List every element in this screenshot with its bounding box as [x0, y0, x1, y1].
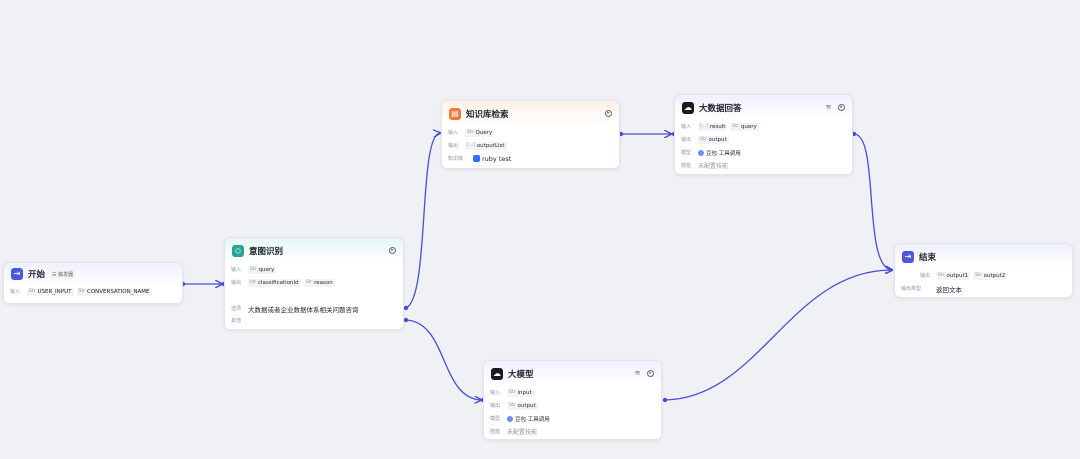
intent-other-row[interactable]: 其他: [231, 317, 242, 324]
bigdata-node-title: 大数据回答: [699, 103, 742, 114]
intent-option-row[interactable]: 选项 大数据或者企业数据体系相关问题咨询: [231, 305, 359, 314]
knowledge-node-title: 知识库检索: [466, 109, 509, 120]
edge-intent-to-knowledge: [405, 133, 440, 309]
intent-icon: ◇: [232, 244, 244, 257]
doubao-icon: [507, 415, 513, 422]
knowledge-outputs-row: 输出 [...]outputList: [448, 141, 507, 150]
knowledge-base-icon: ▤: [449, 107, 461, 120]
bigdata-skill-row: 技能 未配置技能: [681, 163, 729, 170]
edge-bigdata-to-end: [853, 133, 892, 270]
run-icon[interactable]: ▸: [647, 370, 654, 377]
run-icon[interactable]: ▸: [838, 104, 845, 111]
edge-intent-other-to-llm: [405, 319, 481, 400]
start-node-title: 开始: [28, 270, 46, 280]
intent-option-text: 大数据或者企业数据体系相关问题咨询: [248, 305, 359, 314]
trigger-badge: ☰ 触发器: [50, 269, 76, 279]
knowledge-kb-row: 知识库 ruby test: [448, 154, 512, 163]
edge-llm-to-end: [664, 270, 892, 401]
llm-model-row: 模型 豆包·工具调用: [490, 415, 550, 423]
llm-icon: ☁: [682, 101, 694, 114]
knowledge-node-header: ▤ 知识库检索 ▸: [442, 101, 619, 126]
stream-icon[interactable]: ≋: [825, 103, 832, 111]
var-tag: [...]outputList: [465, 141, 507, 150]
skill-value: 未配置技能: [698, 163, 729, 170]
llm-node-title: 大模型: [508, 369, 534, 380]
bigdata-node-header: ☁ 大数据回答 ≋ ▸: [675, 95, 852, 120]
database-icon: [473, 155, 480, 162]
start-node-header: ⇥ 开始 ☰ 触发器: [4, 263, 182, 285]
llm-icon: ☁: [491, 367, 503, 380]
start-icon: ⇥: [11, 268, 23, 280]
run-icon[interactable]: ▸: [389, 247, 396, 254]
end-output-type-row: 输出类型 返回文本: [901, 285, 962, 294]
port-llm-out: [662, 397, 668, 403]
input-label: 输入: [10, 289, 21, 295]
var-tag: [...]result: [698, 122, 728, 131]
end-node-title: 结束: [919, 252, 937, 263]
skill-value: 未配置技能: [507, 429, 538, 436]
intent-node-header: ◇ 意图识别 ▸: [225, 238, 403, 263]
output-type-value: 返回文本: [936, 285, 962, 294]
model-chip[interactable]: 豆包·工具调用: [507, 415, 550, 423]
run-icon[interactable]: ▸: [605, 110, 612, 117]
end-node-header: ⇥ 结束: [895, 244, 1072, 269]
knowledge-chip[interactable]: ruby test: [473, 155, 511, 163]
doubao-icon: [698, 149, 704, 156]
intent-node-title: 意图识别: [249, 246, 284, 257]
end-icon: ⇥: [902, 250, 914, 263]
port-intent-option-out: [403, 305, 409, 311]
llm-skill-row: 技能 未配置技能: [490, 429, 538, 436]
llm-node-header: ☁ 大模型 ≋ ▸: [484, 361, 661, 386]
model-chip[interactable]: 豆包·工具调用: [698, 149, 741, 157]
stream-icon[interactable]: ≋: [634, 369, 641, 377]
port-intent-other-out: [403, 317, 409, 323]
bigdata-model-row: 模型 豆包·工具调用: [681, 149, 741, 157]
